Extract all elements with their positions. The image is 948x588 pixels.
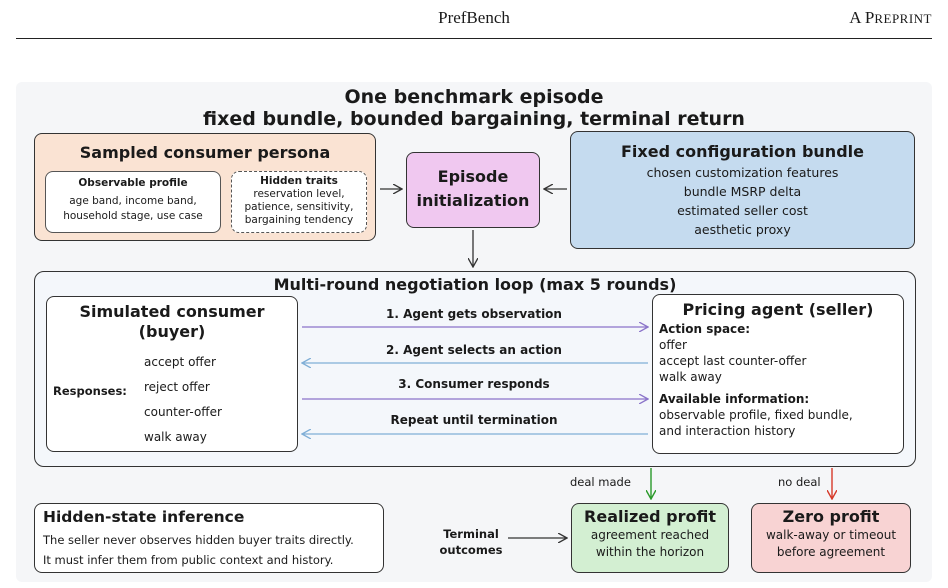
terminal-outcomes-label: Terminal outcomes [436, 526, 506, 558]
responses-list: accept offer reject offer counter-offer … [144, 350, 222, 450]
terminal-outcomes-line2: outcomes [439, 543, 503, 557]
observable-profile-box: Observable profile age band, income band… [45, 171, 221, 233]
observable-profile-line: age band, income band, [69, 195, 197, 207]
config-bundle-title: Fixed configuration bundle [621, 142, 864, 161]
available-info-title: Available information: [659, 392, 810, 406]
negotiation-loop-title: Multi-round negotiation loop (max 5 roun… [273, 275, 677, 294]
zero-profit-box: Zero profit walk-away or timeout before … [751, 503, 911, 573]
preprint-label: A PREPRINT [849, 8, 932, 28]
action-item: offer [659, 338, 687, 352]
preprint-label-a: A P [849, 8, 875, 27]
deal-made-label: deal made [570, 475, 631, 489]
available-info: Available information: observable profil… [659, 391, 853, 439]
observable-profile-line: household stage, use case [63, 210, 203, 222]
pricing-agent-title: Pricing agent (seller) [682, 300, 874, 319]
step-label-1: 1. Agent gets observation [386, 307, 562, 321]
realized-profit-line: agreement reached [590, 528, 710, 542]
realized-profit-line: within the horizon [595, 545, 705, 559]
config-bundle-line: estimated seller cost [677, 203, 808, 218]
simulated-consumer-title-line2: (buyer) [138, 322, 206, 341]
response-item: counter-offer [144, 405, 222, 419]
running-title: PrefBench [438, 8, 510, 27]
persona-box: Sampled consumer persona Observable prof… [34, 133, 376, 241]
step-label-repeat: Repeat until termination [390, 413, 558, 427]
hidden-state-inference-line: The seller never observes hidden buyer t… [43, 533, 354, 547]
simulated-consumer-title: Simulated consumer (buyer) [47, 302, 297, 342]
hidden-state-inference-title: Hidden-state inference [43, 508, 245, 526]
figure-title-line2: fixed bundle, bounded bargaining, termin… [203, 108, 745, 130]
action-space-title: Action space: [659, 322, 751, 336]
config-bundle-line: aesthetic proxy [694, 222, 791, 237]
available-info-item: and interaction history [659, 424, 796, 438]
hidden-traits-line: reservation level, [253, 188, 345, 200]
response-item: reject offer [144, 380, 210, 394]
action-item: accept last counter-offer [659, 354, 807, 368]
episode-init-line1: Episode [437, 167, 509, 186]
hidden-traits-line: bargaining tendency [244, 214, 354, 226]
persona-title: Sampled consumer persona [79, 143, 331, 162]
zero-profit-line: walk-away or timeout [765, 528, 897, 542]
no-deal-label: no deal [778, 475, 821, 489]
response-item: accept offer [144, 355, 216, 369]
realized-profit-box: Realized profit agreement reached within… [571, 503, 729, 573]
hidden-state-inference-line: It must infer them from public context a… [43, 553, 334, 567]
episode-init-box: Episode initialization [406, 152, 540, 228]
step-label-2: 2. Agent selects an action [386, 343, 562, 357]
zero-profit-title: Zero profit [782, 507, 880, 526]
preprint-label-b: REPRINT [874, 11, 932, 26]
figure-title-line1: One benchmark episode [344, 86, 604, 108]
observable-profile-title: Observable profile [78, 177, 188, 189]
action-item: walk away [659, 370, 722, 384]
realized-profit-title: Realized profit [584, 507, 716, 526]
hidden-traits-title: Hidden traits [260, 175, 338, 187]
figure-title: One benchmark episode fixed bundle, boun… [16, 86, 932, 130]
simulated-consumer-title-line1: Simulated consumer [79, 302, 265, 321]
hidden-traits-box: Hidden traits reservation level, patienc… [231, 171, 367, 233]
config-bundle-line: bundle MSRP delta [683, 184, 802, 199]
step-label-3: 3. Consumer responds [398, 377, 550, 391]
config-bundle-line: chosen customization features [646, 165, 839, 180]
hidden-state-inference-text: The seller never observes hidden buyer t… [43, 530, 354, 570]
simulated-consumer-box: Simulated consumer (buyer) Responses: ac… [46, 296, 298, 452]
hidden-state-inference-box: Hidden-state inference The seller never … [34, 503, 384, 573]
terminal-outcomes-line1: Terminal [443, 527, 499, 541]
available-info-item: observable profile, fixed bundle, [659, 408, 853, 422]
response-item: walk away [144, 430, 207, 444]
zero-profit-line: before agreement [776, 545, 886, 559]
episode-init-line2: initialization [416, 191, 530, 210]
action-space: Action space: offer accept last counter-… [659, 321, 806, 385]
pricing-agent-box: Pricing agent (seller) Action space: off… [652, 294, 904, 454]
header-rule [16, 38, 932, 39]
hidden-traits-line: patience, sensitivity, [244, 201, 354, 213]
responses-label: Responses: [53, 384, 127, 398]
config-bundle-box: Fixed configuration bundle chosen custom… [570, 131, 915, 249]
